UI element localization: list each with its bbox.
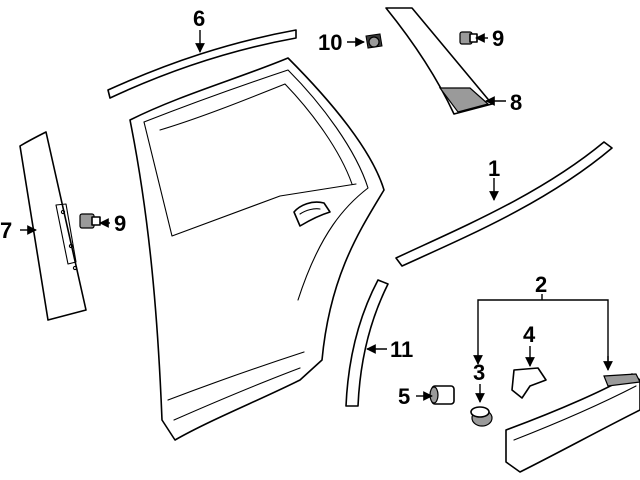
callout-9-left: 9 [114,211,126,236]
clip-part-left [79,213,101,229]
callout-4: 4 [523,322,536,347]
callout-11: 11 [390,337,413,362]
plug-part [429,385,455,405]
b-pillar-applique-part [19,131,87,321]
grommet-part [365,33,383,49]
corner-applique-part [385,7,493,115]
rear-door-panel [129,57,385,441]
callout-10: 10 [318,30,342,55]
lower-molding-part [505,373,640,473]
cap-part [470,406,493,427]
belt-molding-part [395,141,613,267]
callout-3: 3 [473,360,485,385]
wheel-arch-molding-part [345,279,389,407]
bracket-part [511,367,547,399]
callout-2: 2 [535,272,547,297]
callout-1: 1 [488,156,500,181]
clip-part-right [459,31,478,45]
callout-5: 5 [398,384,410,409]
callout-9-right: 9 [492,26,504,51]
window-frame-molding-part [107,29,297,99]
callout-8: 8 [510,90,522,115]
callout-7: 7 [0,218,12,243]
callout-6: 6 [193,6,205,31]
